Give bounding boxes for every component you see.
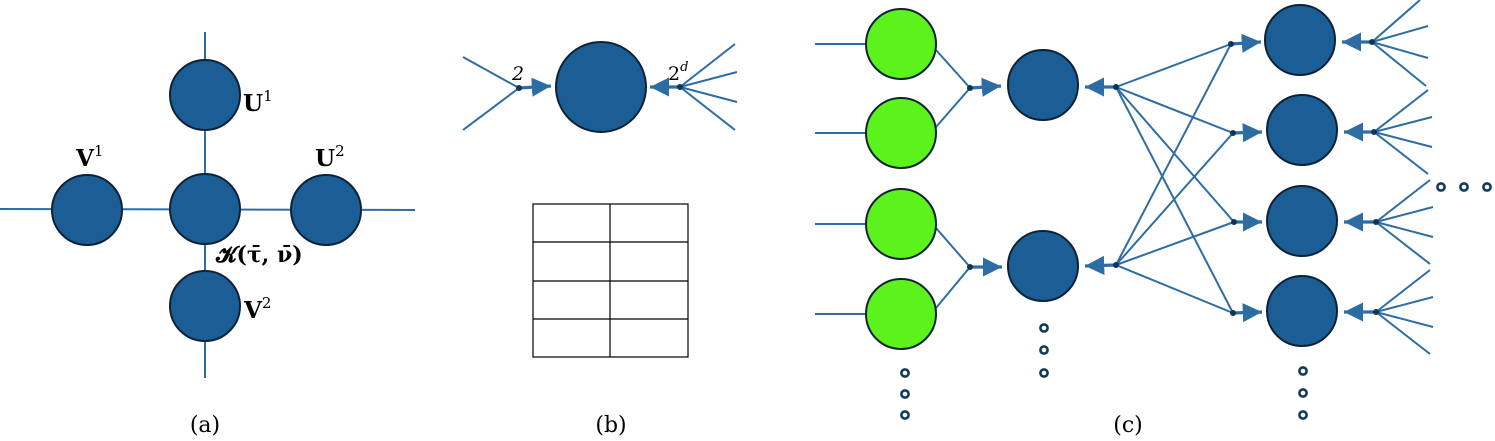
- left-leg-lower: [462, 87, 520, 131]
- right-node: [1266, 275, 1338, 347]
- leaf-edge: [935, 266, 971, 309]
- node-v1: [51, 174, 123, 246]
- caption-c: (c): [1113, 413, 1143, 438]
- cross-edge: [1115, 221, 1235, 266]
- label-core-tensor: 𝓚(τ̄, ν̄): [215, 242, 303, 268]
- label-u2: U2: [315, 142, 345, 172]
- right-in-arrow: [1230, 33, 1262, 53]
- right-in-arrow: [1232, 123, 1263, 143]
- caption-b: (b): [595, 413, 626, 438]
- merge-arrow: [969, 77, 1002, 97]
- middle-junction: [1113, 84, 1119, 90]
- leaf-edge: [935, 87, 971, 128]
- leaf-edge: [935, 227, 971, 268]
- right-in-arrow: [1232, 303, 1263, 323]
- right-leg-1: [679, 43, 736, 88]
- ellipsis-horizontal: [1436, 182, 1492, 192]
- merge-junction: [967, 264, 973, 270]
- cross-edge: [1115, 43, 1232, 266]
- cross-edge: [1115, 43, 1232, 88]
- label-right-dim: 2d: [668, 60, 688, 85]
- panel-c: (c): [815, 0, 1492, 438]
- right-junction: [1228, 41, 1234, 47]
- left-leg-upper: [462, 56, 520, 89]
- right-node: [1264, 4, 1336, 76]
- left-junction: [516, 85, 522, 91]
- fan-out: [1342, 0, 1429, 87]
- node-core: [169, 173, 241, 245]
- fan-out: [1344, 179, 1434, 265]
- cross-edge: [1115, 86, 1235, 223]
- right-leg-3: [679, 86, 738, 103]
- node-main: [555, 41, 647, 133]
- middle-node: [1007, 230, 1079, 302]
- left-arrow: [518, 77, 552, 97]
- right-node: [1266, 185, 1338, 257]
- ellipsis-middle: [1039, 323, 1049, 378]
- leaf-node: [865, 8, 937, 80]
- right-leg-2: [679, 71, 738, 88]
- right-junction: [677, 84, 683, 90]
- middle-junction: [1113, 262, 1119, 268]
- label-v2: V2: [243, 294, 271, 324]
- cross-edge: [1115, 86, 1234, 134]
- caption-a: (a): [190, 413, 220, 438]
- leaf-node: [865, 97, 937, 169]
- right-junction: [1231, 219, 1237, 225]
- middle-node: [1007, 49, 1079, 121]
- right-leg-4: [679, 86, 736, 131]
- fan-out: [1344, 269, 1434, 355]
- label-left-dim: 2: [511, 63, 524, 85]
- right-node: [1266, 94, 1338, 166]
- cross-edge: [1115, 132, 1234, 266]
- leaf-node: [865, 188, 937, 260]
- merge-junction: [967, 85, 973, 91]
- fan-out: [1344, 89, 1433, 175]
- ellipsis-right: [1298, 366, 1308, 420]
- leaf-edge: [935, 49, 971, 89]
- right-junction: [1230, 130, 1236, 136]
- panel-a: U1 V1 U2 V2 𝓚(τ̄, ν̄) (a): [0, 32, 416, 438]
- cross-edge: [1115, 264, 1234, 314]
- leaf-node: [865, 278, 937, 350]
- panel-b: 2 2d (b): [462, 41, 738, 438]
- reshape-grid: [532, 203, 689, 358]
- middle-in-arrow: [1084, 255, 1117, 275]
- node-u2: [290, 174, 362, 246]
- label-v1: V1: [75, 142, 103, 172]
- ellipsis-leaf: [900, 368, 910, 420]
- label-u1: U1: [243, 87, 273, 117]
- node-u1: [169, 59, 241, 131]
- node-v2: [169, 270, 241, 342]
- right-junction: [1230, 310, 1236, 316]
